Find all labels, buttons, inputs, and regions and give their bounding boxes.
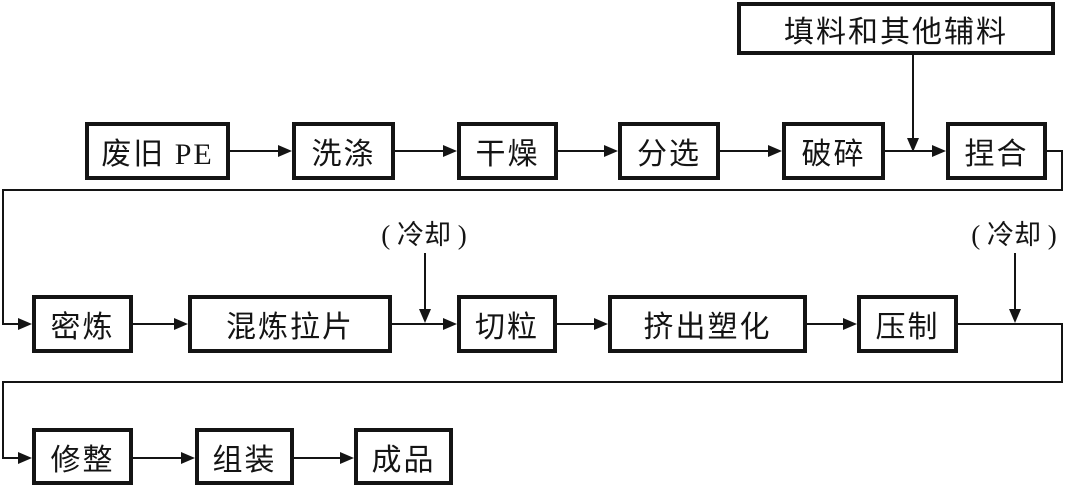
arrowhead-crushing [768,145,782,157]
connector-right-down-1 [1061,150,1063,191]
node-finished-product: 成品 [354,428,453,485]
arrowhead-cooling1 [419,309,431,323]
cooling-label-1: ( 冷却 ) [381,220,467,250]
connector-cooling2-drop [1014,253,1016,311]
arrowhead-cooling2 [1009,309,1021,323]
arrowhead-extrusion [594,318,608,330]
connector-right-down-2 [1061,323,1063,383]
arrowhead-product [340,452,354,464]
node-filler-and-auxiliary: 填料和其他辅料 [737,2,1055,55]
arrowhead-pelletizing [443,318,457,330]
connector-extrusion-pressing [807,323,843,325]
connector-banbury-mixing [133,323,174,325]
connector-filler-drop [912,55,914,140]
node-drying: 干燥 [457,122,558,180]
node-pelletizing: 切粒 [457,295,557,353]
arrowhead-pressing [843,318,857,330]
connector-cooling1-drop [424,253,426,311]
connector-wastepe-washing [230,150,278,152]
node-extrusion-plasticizing: 挤出塑化 [608,295,807,353]
connector-pelletizing-extrusion [557,323,594,325]
connector-pressing-exit [958,323,1063,325]
node-kneading: 捏合 [946,122,1047,180]
connector-kneading-exit [1047,150,1063,152]
connector-left-down-2 [2,381,4,459]
connector-sorting-crushing [720,150,768,152]
node-assembly: 组装 [195,428,294,485]
connector-return-row3 [2,381,1063,383]
arrowhead-sorting [604,145,618,157]
connector-trimming-assembly [133,457,181,459]
cooling-label-2: ( 冷却 ) [971,220,1057,250]
node-trimming: 修整 [32,428,133,485]
arrowhead-assembly [181,452,195,464]
node-washing: 洗涤 [292,122,395,180]
arrowhead-drying [443,145,457,157]
arrowhead-kneading [932,145,946,157]
connector-washing-drying [395,150,443,152]
arrowhead-mixing-sheeting [174,318,188,330]
node-pressing: 压制 [857,295,958,353]
arrowhead-banbury [18,318,32,330]
arrowhead-filler-drop [907,138,919,152]
node-banbury-mixing: 密炼 [32,295,133,353]
node-waste-pe: 废旧 PE [85,122,230,180]
node-crushing: 破碎 [782,122,885,180]
node-sorting: 分选 [618,122,720,180]
arrowhead-washing [278,145,292,157]
connector-into-trimming [3,457,18,459]
arrowhead-trimming [18,452,32,464]
node-mixing-sheeting: 混炼拉片 [188,295,392,353]
connector-assembly-product [294,457,340,459]
connector-mixing-pelletizing [392,323,443,325]
connector-drying-sorting [558,150,604,152]
connector-into-banbury [3,323,18,325]
connector-left-down-1 [2,189,4,325]
connector-return-row2 [2,189,1063,191]
